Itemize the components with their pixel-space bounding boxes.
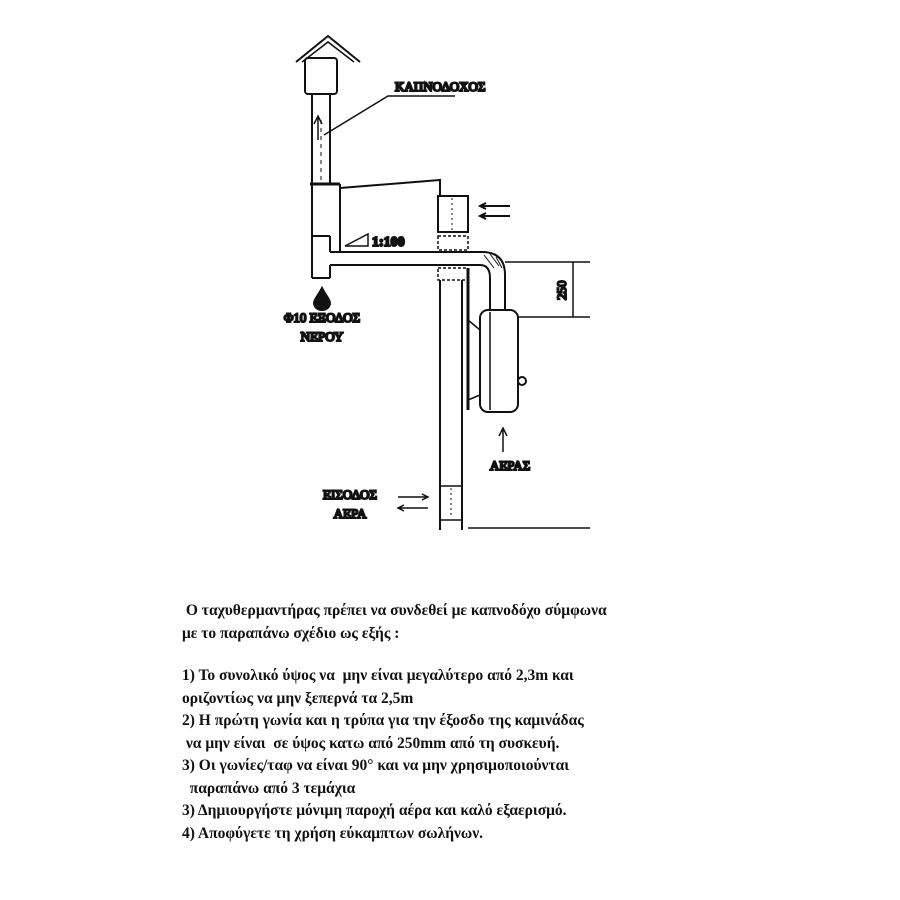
slope-triangle-icon [344, 232, 369, 247]
chimney-label: ΚΑΠΝΟΔΟΧΟΣ [395, 79, 485, 94]
chimney-cap-box [304, 57, 338, 95]
intro-line: Ο ταχυθερμαντήρας πρέπει να συνδεθεί με … [182, 602, 607, 619]
note-line: να μην είναι σε ύψος κατω από 250mm από … [182, 734, 560, 752]
note-line: 2) Η πρώτη γωνία και η τρύπα για την έξο… [182, 712, 584, 729]
flue-elbow [479, 251, 506, 310]
air-inlet-label-1: ΕΙΣΟΔΟΣ [323, 487, 377, 502]
slope-label: 1:100 [372, 235, 405, 250]
water-heater [479, 309, 519, 413]
dimension-label: 250 [554, 281, 569, 301]
water-outlet-label-2: ΝΕΡΟΥ [301, 329, 344, 344]
air-inlet-label-2: ΑΕΡΑ [334, 506, 367, 521]
air-label: ΑΕΡΑΣ [490, 458, 530, 473]
note-line: οριζοντίως να μην ξεπερνά τα 2,5m [182, 689, 414, 707]
note-line: 1) Το συνολικό ύψος να μην είναι μεγαλύτ… [182, 667, 574, 684]
installation-notes: Ο ταχυθερμαντήρας πρέπει να συνδεθεί με … [182, 600, 742, 845]
chimney-installation-diagram: ΚΑΠΝΟΔΟΧΟΣ 1:100 250 Φ10 ΕΞΟΔΟΣ ΝΕΡΟΥ ΑΕ… [283, 34, 590, 530]
air-inlet-arrows-icon [396, 493, 430, 512]
note-line: 3) Οι γωνίες/ταφ να είναι 90° και να μην… [182, 757, 570, 774]
note-line: 3) Δημιουργήστε μόνιμη παροχή αέρα και κ… [182, 802, 567, 819]
heater-knob [517, 376, 527, 386]
water-drop-icon [312, 285, 332, 311]
chimney-leader-line [323, 95, 455, 136]
air-up-arrow-icon [498, 426, 508, 452]
water-outlet-label-1: Φ10 ΕΞΟΔΟΣ [284, 310, 360, 325]
air-arrows-icon [477, 202, 510, 220]
wall-vent-grille [437, 195, 469, 233]
flow-arrow-icon [313, 114, 323, 140]
note-line: 4) Αποφύγετε τη χρήση εύκαμπτων σωλήνων. [182, 824, 484, 842]
chimney-cap-roof [295, 34, 361, 63]
intro-line: με το παραπάνω σχέδιο ως εξής : [182, 624, 400, 642]
chimney-cap-roof-inner [301, 41, 355, 63]
air-inlet-grille [439, 485, 463, 521]
note-line: παραπάνω από 3 τεμάχια [182, 779, 356, 797]
